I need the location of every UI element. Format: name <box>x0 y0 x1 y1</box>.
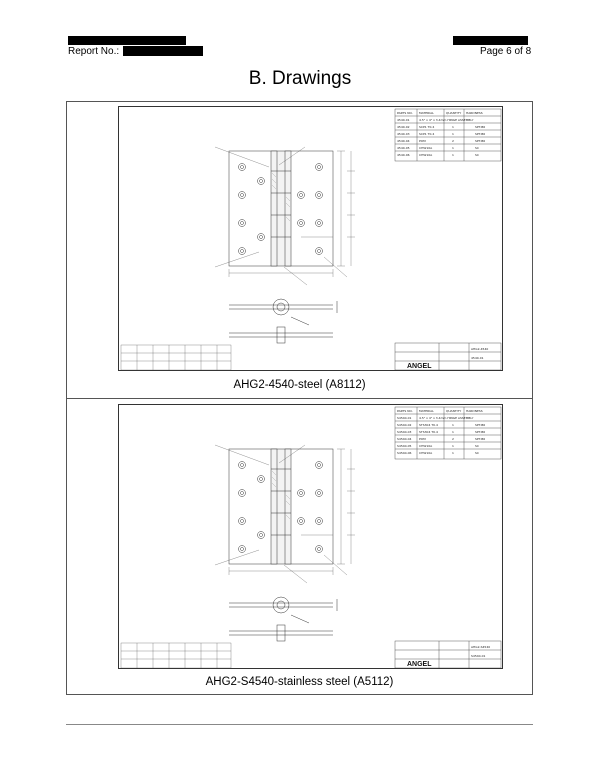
svg-text:2: 2 <box>452 437 454 441</box>
drawing-sheet-stainless: PARTS NO. MATERIAL QUANTITY HARDNESS 4.5… <box>118 404 503 669</box>
svg-text:STS304 T0.4: STS304 T0.4 <box>419 423 438 427</box>
col-header-quantity: QUANTITY <box>446 409 461 413</box>
table-row: S4540-05 CHW10A 1 SC <box>397 444 479 448</box>
svg-text:1: 1 <box>452 146 454 150</box>
svg-text:1: 1 <box>452 423 454 427</box>
angel-logo: ANGEL <box>407 661 432 668</box>
hinge-front-view <box>228 448 334 565</box>
svg-text:1: 1 <box>452 444 454 448</box>
section-title: B. Drawings <box>248 68 352 89</box>
svg-text:2: 2 <box>452 139 454 143</box>
table-row: S4540-03 STS304 T0.4 1 SPT-B6 <box>397 430 485 434</box>
table-row: S4540-04 POM 2 SPT-B6 <box>397 437 485 441</box>
svg-text:SC: SC <box>475 444 479 448</box>
hinge-drawing: PARTS NO. MATERIAL QUANTITY HARDNESS 4.5… <box>120 406 502 669</box>
svg-text:4540-04: 4540-04 <box>397 139 410 143</box>
svg-text:STS304 T0.4: STS304 T0.4 <box>419 430 438 434</box>
svg-text:SPT-B6: SPT-B6 <box>475 437 485 441</box>
svg-text:CHW10A: CHW10A <box>419 153 433 157</box>
table-row: S4540-06 CHW10A 1 SC <box>397 451 479 455</box>
part-number: 4540-01 <box>471 356 484 360</box>
svg-text:S4540-02: S4540-02 <box>397 423 412 427</box>
svg-text:POM: POM <box>419 139 426 143</box>
col-header-material: MATERIAL <box>419 111 434 115</box>
table-row: 4540-04 POM 2 SPT-B6 <box>397 139 485 143</box>
footer-rule <box>66 724 533 725</box>
hinge-drawing: PARTS NO. MATERIAL QUANTITY HARDNESS 4.5… <box>120 108 502 371</box>
assembly-label: 4.5" x 4" x 3.4mm HINGE ASSEMBLY <box>419 118 474 122</box>
svg-text:CHW10A: CHW10A <box>419 451 433 455</box>
assembly-label: 4.5" x 4" x 3.4mm HINGE ASSEMBLY <box>419 416 474 420</box>
col-header-material: MATERIAL <box>419 409 434 413</box>
table-row: 4540-06 CHW10A 1 SC <box>397 153 479 157</box>
col-header-parts: PARTS NO. <box>397 409 413 413</box>
svg-text:SC: SC <box>475 451 479 455</box>
drawings-divider <box>66 398 533 399</box>
col-header-hardness: HARDNESS <box>466 409 483 413</box>
table-row: 4540-03 SCP1 T0.4 1 SPT-B6 <box>397 132 485 136</box>
svg-text:CHW10A: CHW10A <box>419 146 433 150</box>
svg-text:S4540-06: S4540-06 <box>397 451 412 455</box>
redacted-company-name <box>68 36 186 45</box>
svg-text:1: 1 <box>452 430 454 434</box>
redacted-report-number <box>123 46 203 56</box>
svg-text:1: 1 <box>452 132 454 136</box>
svg-text:4540-02: 4540-02 <box>397 125 410 129</box>
svg-text:1: 1 <box>452 153 454 157</box>
svg-text:SPT-B6: SPT-B6 <box>475 423 485 427</box>
drawing-caption-stainless: AHG2-S4540-stainless steel (A5112) <box>205 676 394 688</box>
svg-text:SPT-B6: SPT-B6 <box>475 139 485 143</box>
svg-text:SC: SC <box>475 146 479 150</box>
svg-text:SPT-B6: SPT-B6 <box>475 125 485 129</box>
table-row: 4540-05 CHW10A 1 SC <box>397 146 479 150</box>
svg-text:SC: SC <box>475 153 479 157</box>
svg-text:SCP1 T0.4: SCP1 T0.4 <box>419 132 434 136</box>
svg-text:S4540-05: S4540-05 <box>397 444 412 448</box>
drawing-number: AHG2-S4540 <box>471 645 490 649</box>
report-number-label: Report No.: <box>68 46 120 57</box>
angel-logo: ANGEL <box>407 363 432 370</box>
table-row: S4540-02 STS304 T0.4 1 SPT-B6 <box>397 423 485 427</box>
drawing-number: AHG2-4540 <box>471 347 488 351</box>
svg-text:4540-05: 4540-05 <box>397 146 410 150</box>
hinge-side-view <box>229 298 338 344</box>
col-header-parts: PARTS NO. <box>397 111 413 115</box>
title-block <box>394 342 502 371</box>
col-header-quantity: QUANTITY <box>446 111 461 115</box>
svg-text:4540-06: 4540-06 <box>397 153 410 157</box>
svg-text:1: 1 <box>452 125 454 129</box>
svg-text:4540-03: 4540-03 <box>397 132 410 136</box>
svg-text:SPT-B6: SPT-B6 <box>475 430 485 434</box>
svg-text:S4540-01: S4540-01 <box>397 416 412 420</box>
table-row: 4540-02 SCP1 T0.4 1 SPT-B6 <box>397 125 485 129</box>
hinge-front-view <box>228 150 334 267</box>
svg-text:POM: POM <box>419 437 426 441</box>
page-number: Page 6 of 8 <box>480 46 532 57</box>
hinge-side-view <box>229 596 338 642</box>
title-block <box>394 640 502 669</box>
svg-text:S4540-04: S4540-04 <box>397 437 412 441</box>
svg-text:SCP1 T0.4: SCP1 T0.4 <box>419 125 434 129</box>
col-header-hardness: HARDNESS <box>466 111 483 115</box>
table-row: S4540-01 <box>397 416 412 420</box>
svg-text:CHW10A: CHW10A <box>419 444 433 448</box>
redacted-header-right <box>453 36 528 45</box>
svg-text:SPT-B6: SPT-B6 <box>475 132 485 136</box>
drawing-caption-steel: AHG2-4540-steel (A8112) <box>233 379 366 391</box>
svg-text:1: 1 <box>452 451 454 455</box>
svg-text:4540-01: 4540-01 <box>397 118 410 122</box>
svg-text:S4540-03: S4540-03 <box>397 430 412 434</box>
drawing-sheet-steel: PARTS NO. MATERIAL QUANTITY HARDNESS 4.5… <box>118 106 503 371</box>
table-row: 4540-01 <box>397 118 410 122</box>
part-number: S4540-01 <box>471 654 486 658</box>
